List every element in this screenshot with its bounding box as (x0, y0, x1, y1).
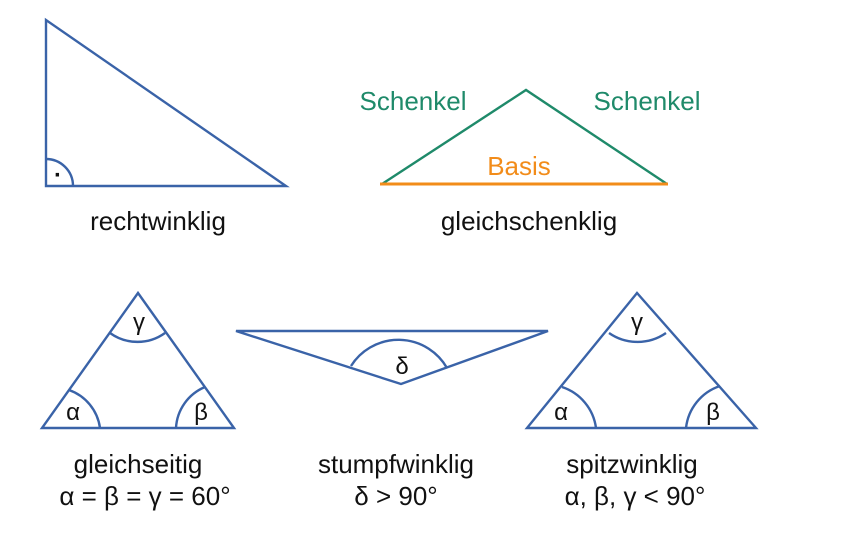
right-angle-arc (45, 157, 75, 187)
obtuse-triangle (235, 329, 549, 386)
acute-beta-arc (684, 384, 721, 429)
right-triangle (44, 17, 290, 188)
acute-triangle-formula: α, β, γ < 90° (565, 481, 706, 511)
acute-gamma-arc (608, 332, 667, 344)
leg-left-label: Schenkel (360, 86, 467, 116)
right-triangle-group: · rechtwinklig (44, 17, 290, 236)
acute-alpha-label: α (554, 399, 568, 426)
isosceles-triangle-group: Schenkel Schenkel Basis gleichschenklig (360, 86, 701, 236)
acute-beta-label: β (706, 399, 720, 426)
equilateral-alpha-arc (68, 388, 102, 429)
acute-gamma-label: γ (631, 309, 643, 336)
equilateral-alpha-label: α (66, 399, 80, 426)
right-triangle-caption: rechtwinklig (90, 206, 226, 236)
isosceles-legs (381, 88, 668, 186)
acute-triangle-caption: spitzwinklig (566, 449, 698, 479)
equilateral-beta-arc (174, 385, 206, 429)
equilateral-triangle-caption: gleichseitig (74, 449, 203, 479)
base-label: Basis (487, 151, 551, 181)
equilateral-gamma-label: γ (133, 309, 145, 336)
acute-triangle (524, 291, 759, 430)
obtuse-delta-arc (349, 338, 449, 369)
acute-triangle-group: α β γ spitzwinklig α, β, γ < 90° (524, 291, 759, 511)
leg-right-label: Schenkel (594, 86, 701, 116)
equilateral-triangle (39, 290, 237, 430)
obtuse-triangle-caption: stumpfwinklig (318, 449, 474, 479)
equilateral-gamma-arc (109, 332, 166, 344)
equilateral-beta-label: β (194, 399, 208, 426)
obtuse-triangle-formula: δ > 90° (354, 481, 437, 511)
right-angle-dot: · (54, 162, 62, 189)
equilateral-triangle-formula: α = β = γ = 60° (59, 481, 230, 511)
acute-alpha-arc (561, 385, 598, 429)
equilateral-triangle-group: α β γ gleichseitig α = β = γ = 60° (39, 290, 237, 511)
obtuse-delta-label: δ (395, 353, 408, 380)
obtuse-triangle-group: δ stumpfwinklig δ > 90° (235, 329, 549, 511)
isosceles-triangle-caption: gleichschenklig (441, 206, 617, 236)
